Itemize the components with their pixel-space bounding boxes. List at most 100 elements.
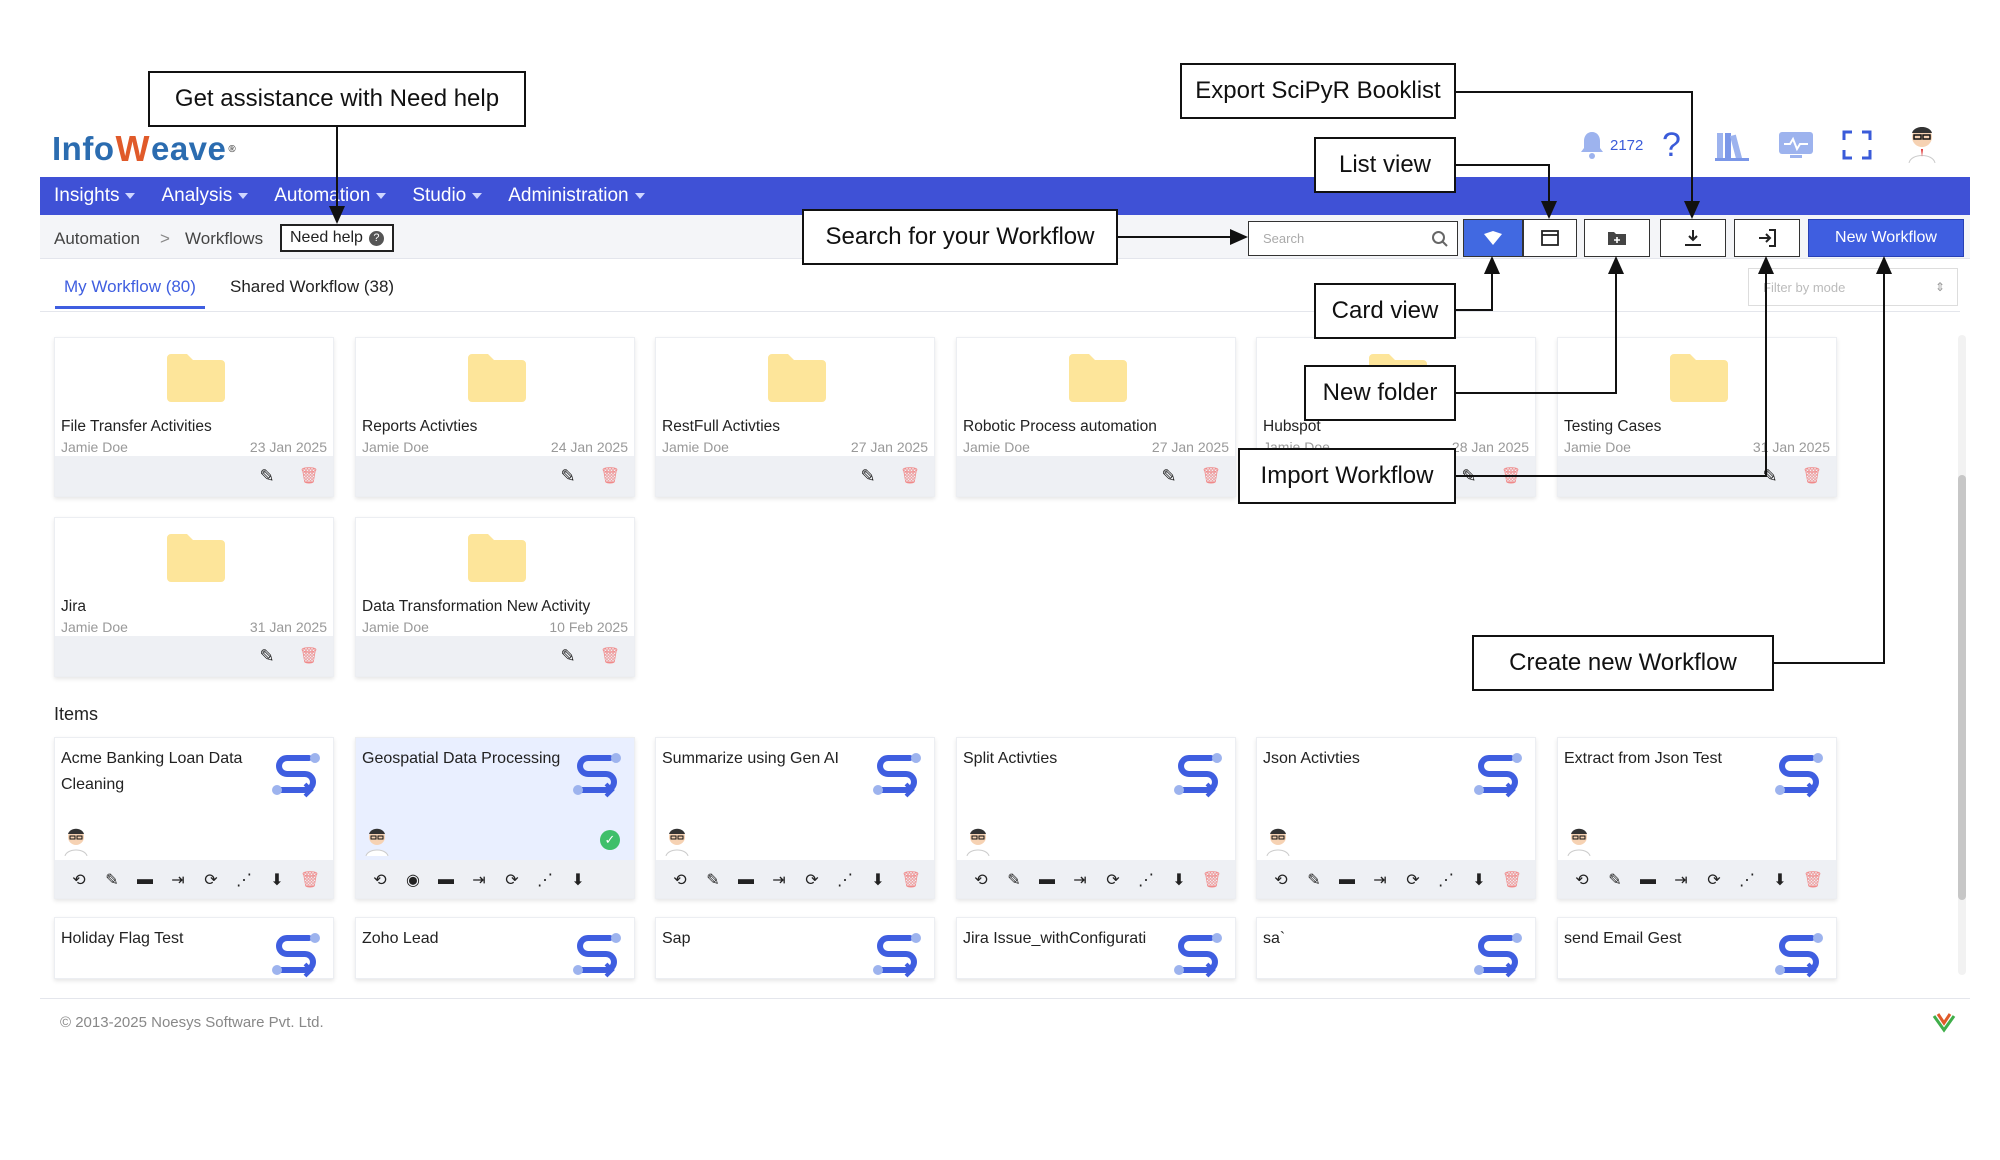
download-icon[interactable]: ⬇ <box>571 872 585 889</box>
export-icon[interactable]: ⇥ <box>171 872 185 889</box>
run-icon[interactable]: ▬ <box>738 871 754 888</box>
run-icon[interactable]: ▬ <box>1339 871 1355 888</box>
sync-icon[interactable]: ⟳ <box>1106 872 1120 889</box>
delete-icon[interactable]: 🗑 <box>599 468 621 485</box>
run-icon[interactable]: ▬ <box>137 871 153 888</box>
run-icon[interactable]: ▬ <box>1640 871 1656 888</box>
edit-icon[interactable]: ✎ <box>860 465 876 486</box>
delete-icon[interactable]: 🗑 <box>1802 872 1824 889</box>
history-icon[interactable]: ⟲ <box>373 872 387 889</box>
history-icon[interactable]: ⟲ <box>974 872 988 889</box>
sync-icon[interactable]: ⟳ <box>505 872 519 889</box>
workflow-card[interactable]: Split Activties⟲✎▬⇥⟳⋰⬇🗑 <box>956 737 1236 899</box>
new-folder-button[interactable] <box>1584 219 1650 257</box>
edit-icon[interactable]: ✎ <box>105 872 119 889</box>
download-icon[interactable]: ⬇ <box>270 872 284 889</box>
search-input[interactable]: Search <box>1248 221 1458 256</box>
workflow-card[interactable]: Extract from Json Test⟲✎▬⇥⟳⋰⬇🗑 <box>1557 737 1837 899</box>
list-view-button[interactable] <box>1523 219 1577 257</box>
delete-icon[interactable]: 🗑 <box>599 648 621 665</box>
sync-icon[interactable]: ⟳ <box>805 872 819 889</box>
delete-icon[interactable]: 🗑 <box>1500 468 1522 485</box>
edit-icon[interactable]: ✎ <box>259 645 275 666</box>
new-workflow-button[interactable]: New Workflow <box>1808 219 1964 257</box>
download-icon[interactable]: ⬇ <box>871 872 885 889</box>
nav-insights[interactable]: Insights <box>54 185 136 207</box>
edit-icon[interactable]: ✎ <box>1307 872 1321 889</box>
user-avatar[interactable] <box>1905 123 1939 163</box>
export-button[interactable] <box>1660 219 1726 257</box>
card-view-button[interactable] <box>1463 219 1523 257</box>
share-icon[interactable]: ⋰ <box>1138 872 1154 889</box>
workflow-card[interactable]: Zoho Lead <box>355 917 635 979</box>
fullscreen-icon[interactable] <box>1842 125 1872 165</box>
workflow-card[interactable]: sa` <box>1256 917 1536 979</box>
view-icon[interactable]: ◉ <box>406 872 420 889</box>
edit-icon[interactable]: ✎ <box>1461 465 1477 486</box>
delete-icon[interactable]: 🗑 <box>1200 468 1222 485</box>
breadcrumb-automation[interactable]: Automation <box>54 229 140 248</box>
filter-mode-select[interactable]: Filter by mode⇕ <box>1748 268 1958 306</box>
delete-icon[interactable]: 🗑 <box>900 872 922 889</box>
share-icon[interactable]: ⋰ <box>537 872 553 889</box>
tab-my-workflow[interactable]: My Workflow (80) <box>64 277 196 296</box>
sync-icon[interactable]: ⟳ <box>1406 872 1420 889</box>
nav-automation[interactable]: Automation <box>274 185 387 207</box>
workflow-card[interactable]: Json Activties⟲✎▬⇥⟳⋰⬇🗑 <box>1256 737 1536 899</box>
workflow-card[interactable]: Summarize using Gen AI⟲✎▬⇥⟳⋰⬇🗑 <box>655 737 935 899</box>
edit-icon[interactable]: ✎ <box>560 645 576 666</box>
history-icon[interactable]: ⟲ <box>1575 872 1589 889</box>
scrollbar-thumb[interactable] <box>1958 475 1966 900</box>
help-icon[interactable]: ? <box>1662 125 1681 164</box>
workflow-card[interactable]: Holiday Flag Test <box>54 917 334 979</box>
workflow-card[interactable]: send Email Gest <box>1557 917 1837 979</box>
delete-icon[interactable]: 🗑 <box>1201 872 1223 889</box>
edit-icon[interactable]: ✎ <box>1161 465 1177 486</box>
delete-icon[interactable]: 🗑 <box>298 468 320 485</box>
export-icon[interactable]: ⇥ <box>1073 872 1087 889</box>
workflow-card[interactable]: Geospatial Data Processing✓⟲◉▬⇥⟳⋰⬇ <box>355 737 635 899</box>
share-icon[interactable]: ⋰ <box>1438 872 1454 889</box>
import-button[interactable] <box>1734 219 1800 257</box>
delete-icon[interactable]: 🗑 <box>899 468 921 485</box>
edit-icon[interactable]: ✎ <box>706 872 720 889</box>
delete-icon[interactable]: 🗑 <box>298 648 320 665</box>
download-icon[interactable]: ⬇ <box>1172 872 1186 889</box>
history-icon[interactable]: ⟲ <box>1274 872 1288 889</box>
delete-icon[interactable]: 🗑 <box>1501 872 1523 889</box>
tab-shared-workflow[interactable]: Shared Workflow (38) <box>230 277 395 296</box>
share-icon[interactable]: ⋰ <box>236 872 252 889</box>
nav-analysis[interactable]: Analysis <box>161 185 249 207</box>
nav-studio[interactable]: Studio <box>412 185 483 207</box>
sync-icon[interactable]: ⟳ <box>1707 872 1721 889</box>
delete-icon[interactable]: 🗑 <box>299 872 321 889</box>
delete-icon[interactable]: 🗑 <box>1801 468 1823 485</box>
download-icon[interactable]: ⬇ <box>1773 872 1787 889</box>
download-icon[interactable]: ⬇ <box>1472 872 1486 889</box>
sync-icon[interactable]: ⟳ <box>204 872 218 889</box>
edit-icon[interactable]: ✎ <box>1007 872 1021 889</box>
edit-icon[interactable]: ✎ <box>1762 465 1778 486</box>
workflow-card[interactable]: Acme Banking Loan Data Cleaning⟲✎▬⇥⟳⋰⬇🗑 <box>54 737 334 899</box>
need-help-button[interactable]: Need help? <box>280 224 394 252</box>
share-icon[interactable]: ⋰ <box>837 872 853 889</box>
export-icon[interactable]: ⇥ <box>772 872 786 889</box>
history-icon[interactable]: ⟲ <box>673 872 687 889</box>
notification-bell[interactable]: 2172 <box>1578 125 1643 165</box>
export-icon[interactable]: ⇥ <box>1674 872 1688 889</box>
export-icon[interactable]: ⇥ <box>472 872 486 889</box>
edit-icon[interactable]: ✎ <box>1608 872 1622 889</box>
nav-administration[interactable]: Administration <box>508 185 645 207</box>
run-icon[interactable]: ▬ <box>1039 871 1055 888</box>
booklist-icon[interactable] <box>1715 125 1749 165</box>
edit-icon[interactable]: ✎ <box>259 465 275 486</box>
edit-icon[interactable]: ✎ <box>560 465 576 486</box>
